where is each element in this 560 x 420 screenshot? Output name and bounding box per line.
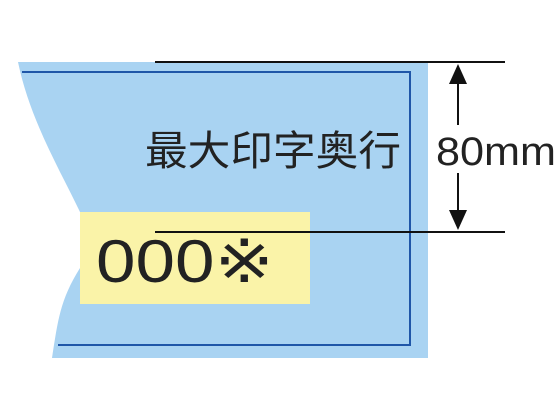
print-area bbox=[80, 212, 310, 304]
arrow-up-icon bbox=[449, 64, 467, 84]
tape-body bbox=[18, 62, 428, 358]
dimension-value-label: 80mm bbox=[436, 130, 556, 174]
sample-print-text: 000※ bbox=[96, 228, 274, 295]
dimension-label-bg bbox=[432, 125, 557, 173]
max-print-depth-label: 最大印字奥行 bbox=[145, 127, 401, 175]
arrow-down-icon bbox=[449, 210, 467, 230]
tape-inner-border bbox=[22, 71, 411, 346]
